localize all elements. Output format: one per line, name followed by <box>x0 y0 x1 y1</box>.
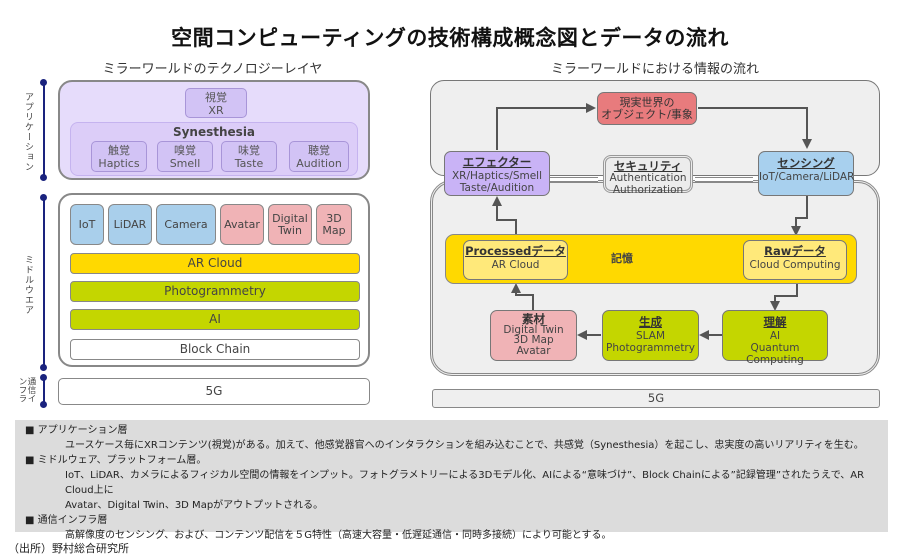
right-infra-5g: 5G <box>432 389 880 408</box>
real-world-node: 現実世界の オブジェクト/事象 <box>597 92 697 125</box>
sense-en: Audition <box>296 157 342 170</box>
note-body: ユースケース毎にXRコンテンツ(視覚)がある。加えて、他感覚器官へのインタラクシ… <box>65 440 864 451</box>
material-line: Avatar <box>516 344 551 357</box>
processed-data-node: Processedデータ AR Cloud <box>463 240 568 280</box>
understanding-line: AI <box>769 330 781 342</box>
sensing-line1: IoT/Camera/LiDAR <box>759 171 855 183</box>
raw-line1: Cloud Computing <box>749 259 841 271</box>
sensing-title: センシング <box>777 156 835 170</box>
synesthesia-title: Synesthesia <box>172 125 256 139</box>
note-body: 高解像度のセンシング、および、コンテンツ配信を５G特性（高速大容量・低遅延通信・… <box>65 530 612 541</box>
effector-line1: XR/Haptics/Smell <box>451 170 543 182</box>
sense-en: Taste <box>234 157 264 170</box>
processed-title: Processedデータ <box>465 244 566 258</box>
sensing-node: センシング IoT/Camera/LiDAR <box>758 151 854 196</box>
processed-line1: AR Cloud <box>491 259 540 271</box>
right-heading: ミラーワールドにおける情報の流れ <box>550 62 759 77</box>
real-world-line1: 現実世界の <box>619 96 675 109</box>
notes-panel: アプリケーション層 ユースケース毎にXRコンテンツ(視覚)がある。加えて、他感覚… <box>15 420 888 541</box>
material-line: 3D Map <box>513 334 554 346</box>
security-line2: Authorization <box>612 184 684 196</box>
real-world-line2: オブジェクト/事象 <box>601 108 693 121</box>
tile-iot: IoT <box>70 204 104 245</box>
axis-dot <box>40 401 47 408</box>
axis-dot <box>40 174 47 181</box>
application-layer: 視覚 XR Synesthesia 触覚 Haptics 嗅覚 Smell 味覚… <box>58 80 370 180</box>
sense-jp: 嗅覚 <box>174 144 196 157</box>
bar-block-chain: Block Chain <box>70 339 360 360</box>
effector-node: エフェクター XR/Haptics/Smell Taste/Audition <box>444 151 550 196</box>
vision-en: XR <box>208 104 224 117</box>
memory-label: 記憶 <box>611 252 633 265</box>
raw-data-node: Rawデータ Cloud Computing <box>743 240 847 280</box>
understanding-title: 理解 <box>763 315 787 329</box>
infra-layer-5g: 5G <box>58 378 370 405</box>
vision-chip: 視覚 XR <box>185 88 247 118</box>
security-line1: Authentication <box>609 172 687 184</box>
note-head: ミドルウェア、プラットフォーム層。 <box>25 453 878 468</box>
axis-label-infra: 通信インフラ <box>17 377 36 403</box>
axis-line-middleware <box>43 197 45 367</box>
generation-line: Photogrammetry <box>606 342 695 354</box>
note-head: アプリケーション層 <box>25 423 878 438</box>
sense-chip: 嗅覚 Smell <box>157 141 213 172</box>
effector-line2: Taste/Audition <box>459 182 535 194</box>
sense-jp: 触覚 <box>108 144 130 157</box>
sense-chip: 聴覚 Audition <box>289 141 349 172</box>
note-body: IoT、LiDAR、カメラによるフィジカル空間の情報をインプット。フォトグラメト… <box>65 470 865 496</box>
bar-photogrammetry: Photogrammetry <box>70 281 360 302</box>
material-node: 素材 Digital Twin 3D Map Avatar <box>490 310 577 361</box>
understanding-node: 理解 AI Quantum Computing <box>722 310 828 366</box>
bar-ai: AI <box>70 309 360 330</box>
source-credit: （出所）野村総合研究所 <box>8 542 129 555</box>
effector-title: エフェクター <box>462 155 532 169</box>
sense-en: Haptics <box>98 157 140 170</box>
bar-ar-cloud: AR Cloud <box>70 253 360 274</box>
sense-jp: 聴覚 <box>308 144 330 157</box>
band-right <box>695 177 753 182</box>
sense-chip: 味覚 Taste <box>221 141 277 172</box>
generation-line: SLAM <box>636 330 665 342</box>
middleware-layer: IoT LiDAR Camera Avatar Digital Twin 3D … <box>58 193 370 367</box>
raw-title: Rawデータ <box>764 244 826 258</box>
axis-dot <box>40 364 47 371</box>
security-title: セキュリティ <box>613 159 683 173</box>
tile-digital-twin: Digital Twin <box>268 204 312 245</box>
band-left <box>548 177 598 182</box>
security-node: セキュリティ Authentication Authorization <box>603 155 693 196</box>
axis-line-infra <box>43 377 45 405</box>
understanding-line: Quantum Computing <box>746 342 804 366</box>
axis-label-middleware: ミドルウエア <box>23 255 33 315</box>
tile-lidar: LiDAR <box>108 204 152 245</box>
tile-avatar: Avatar <box>220 204 264 245</box>
note-body: Avatar、Digital Twin、3D Mapがアウトプットされる。 <box>65 500 324 511</box>
material-title: 素材 <box>522 312 545 326</box>
sense-jp: 味覚 <box>238 144 260 157</box>
tile-3d-map: 3D Map <box>316 204 352 245</box>
left-heading: ミラーワールドのテクノロジーレイヤ <box>102 62 323 77</box>
axis-label-application: アプリケーション <box>23 92 33 172</box>
sense-chip: 触覚 Haptics <box>91 141 147 172</box>
sense-en: Smell <box>169 157 201 170</box>
axis-line-application <box>43 82 45 177</box>
generation-title: 生成 <box>639 315 662 329</box>
synesthesia-group: Synesthesia 触覚 Haptics 嗅覚 Smell 味覚 Taste… <box>70 122 358 176</box>
material-line: Digital Twin <box>503 323 564 336</box>
tile-camera: Camera <box>156 204 216 245</box>
generation-node: 生成 SLAM Photogrammetry <box>602 310 699 361</box>
vision-jp: 視覚 <box>205 91 227 104</box>
note-head: 通信インフラ層 <box>25 513 878 528</box>
page-title: 空間コンピューティングの技術構成概念図とデータの流れ <box>171 26 729 50</box>
